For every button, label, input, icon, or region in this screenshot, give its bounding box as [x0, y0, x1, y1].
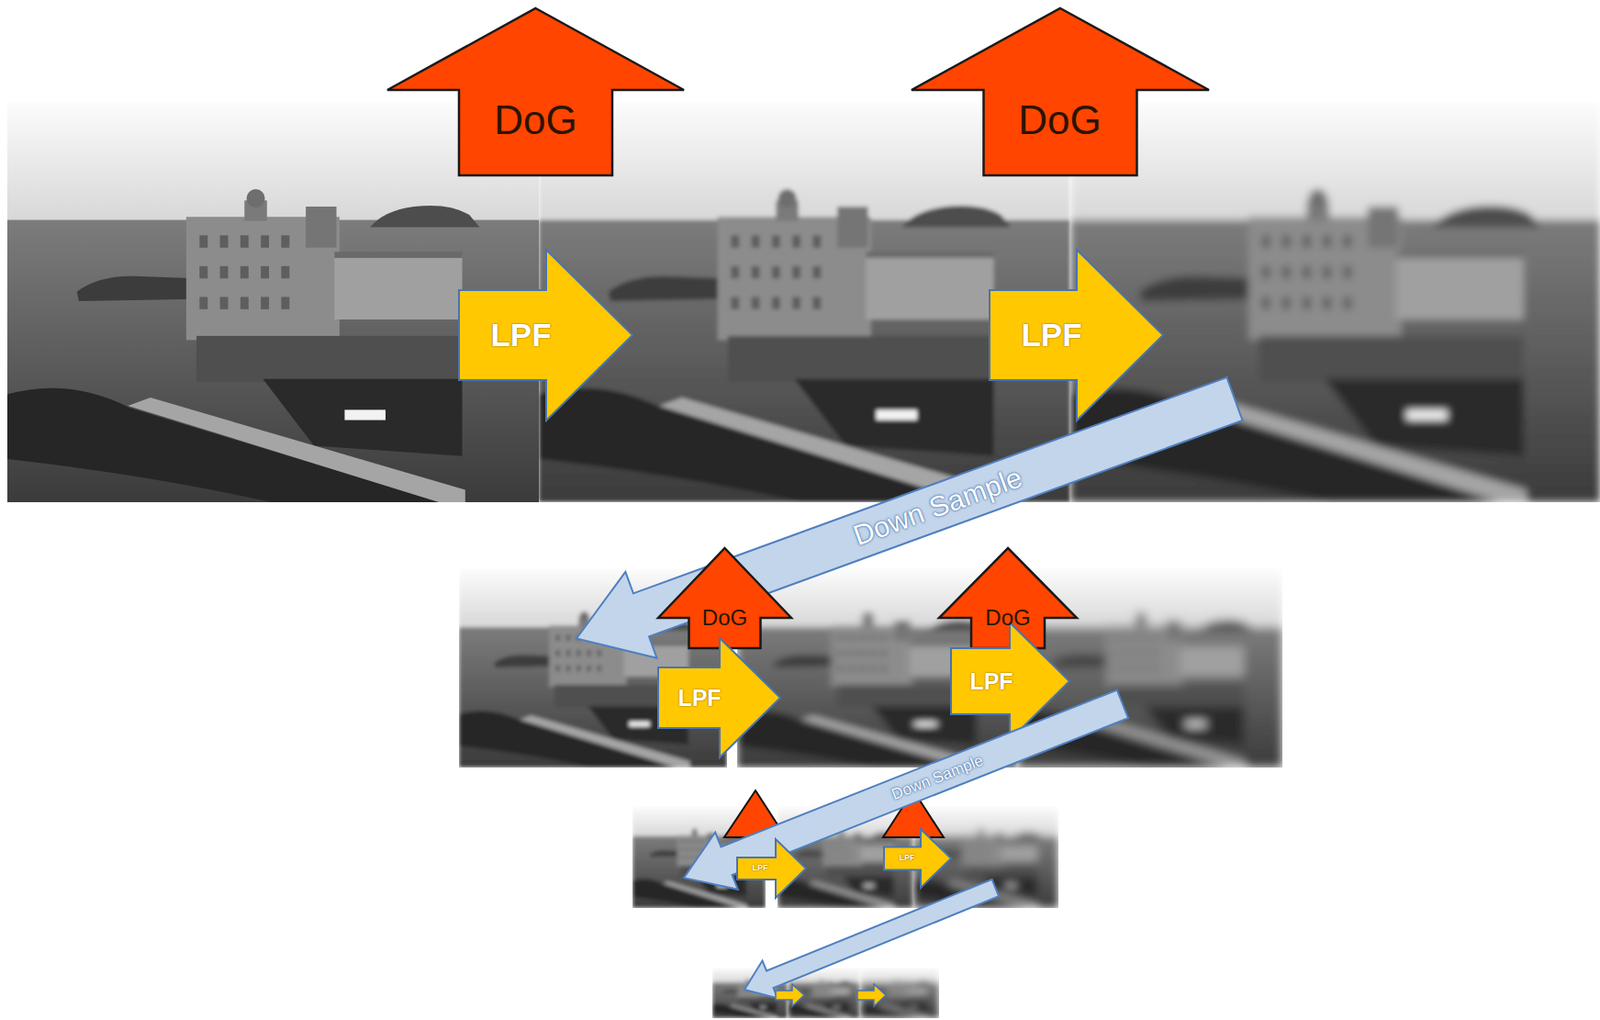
text-area: DoG	[458, 74, 613, 167]
lpf-arrow-shape	[658, 637, 781, 758]
arrow-label: Down Sample	[889, 751, 986, 804]
lpf-arrow-shape	[737, 839, 806, 898]
lpf-arrow-shape	[883, 828, 952, 888]
arrow-label: DoG	[1018, 99, 1101, 142]
text-area: LPF	[458, 290, 583, 381]
lpf-arrow	[857, 984, 886, 1007]
dog-arrow: DoG	[387, 8, 684, 176]
lpf-arrow-outline	[883, 828, 952, 888]
dog-arrow-outline	[939, 548, 1077, 649]
dog-arrow: DoG	[911, 8, 1209, 176]
lpf-arrow-shape	[458, 249, 633, 421]
text-area: LPF	[951, 648, 1032, 715]
arrow-label: LPF	[677, 685, 721, 710]
arrow-label: Down Sample	[849, 461, 1026, 551]
arrow-label: LPF	[969, 669, 1013, 694]
lpf-arrow-shape	[989, 249, 1164, 421]
text-area: DoG	[688, 593, 761, 642]
text-area: DoG	[983, 74, 1137, 167]
arrow-label: LPF	[899, 853, 916, 862]
downsample-arrow: Down Sample	[560, 355, 1251, 682]
blur	[1070, 101, 1600, 534]
photo	[1070, 101, 1600, 534]
lpf-arrow: LPF	[658, 637, 781, 758]
arrow-label: LPF	[490, 318, 551, 353]
arrow-label: LPF	[752, 863, 769, 873]
arrow-label: DoG	[984, 605, 1030, 629]
dog-arrow: DoG	[658, 548, 792, 649]
dog-arrow-outline	[387, 8, 684, 176]
dog-arrow-shape	[658, 548, 792, 649]
arrow-label: DoG	[493, 99, 577, 142]
text-area: LPF	[737, 857, 784, 880]
arrow-label: DoG	[702, 605, 748, 629]
dog-arrow-shape	[911, 8, 1209, 176]
text-area: LPF	[883, 846, 930, 871]
lpf-arrow: LPF	[883, 828, 952, 888]
text-area: Down Sample	[746, 690, 1129, 865]
dog-arrow-shape	[939, 548, 1077, 649]
text-area: DoG	[971, 593, 1045, 642]
lpf-arrow: LPF	[458, 249, 633, 421]
lpf-arrow: LPF	[989, 249, 1164, 421]
downsample-arrow-shape	[560, 355, 1251, 682]
dog-arrow-outline	[658, 548, 792, 649]
text-area: LPF	[658, 667, 741, 728]
dog-arrow-outline	[911, 8, 1209, 176]
lpf-arrow	[775, 984, 805, 1007]
photo-scene	[1070, 101, 1600, 534]
lpf-arrow-outline	[737, 839, 806, 898]
text-area: LPF	[989, 290, 1114, 381]
dog-arrow-shape	[387, 8, 684, 176]
lpf-arrow: LPF	[737, 839, 806, 898]
dog-arrow: DoG	[939, 548, 1077, 649]
arrow-label: LPF	[1020, 318, 1082, 353]
downsample-arrow-shape	[672, 675, 1135, 907]
